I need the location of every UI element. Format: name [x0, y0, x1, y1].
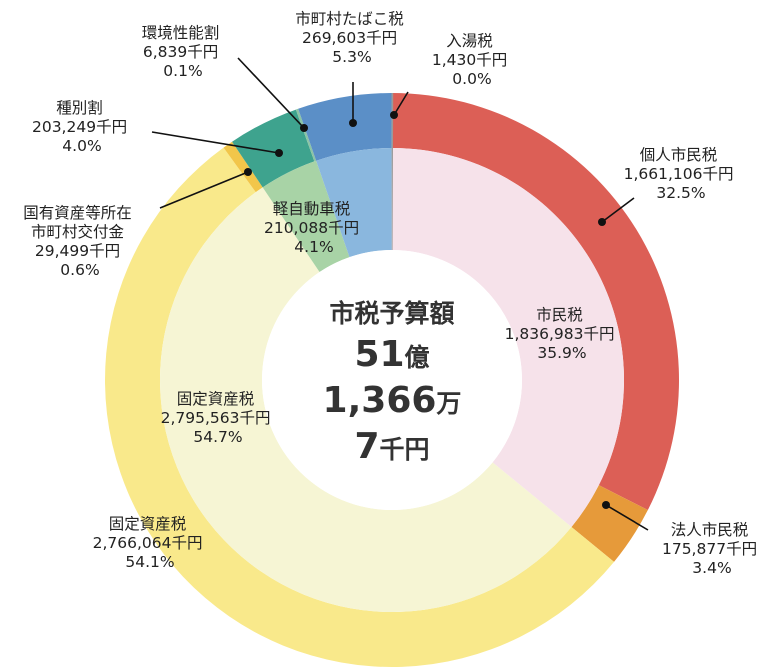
label-hojin-shiminzei: 法人市民税 175,877千円 3.4% [662, 521, 762, 577]
center-hole [262, 250, 522, 510]
label-kotei-shisanzei-inner: 固定資産税 2,795,563千円 54.7% [161, 390, 276, 446]
leader-hojin-shiminzei [605, 504, 649, 531]
leader-nyutozei [393, 91, 409, 116]
leader-shubetsuwari [151, 131, 280, 154]
label-kojin-shiminzei: 個人市民税 1,661,106千円 32.5% [624, 146, 739, 202]
outer-slice-7 [391, 93, 394, 149]
inner-slice-3 [316, 148, 392, 258]
leader-kojin-shiminzei [601, 197, 635, 223]
label-kokuyu-shisan: 国有資産等所在 市町村交付金 29,499千円 0.6% [23, 204, 136, 279]
center-amount-line3: 7千円 [354, 426, 429, 467]
leader-dot-nyutozei [390, 111, 398, 119]
leader-dot-shubetsuwari [275, 149, 283, 157]
inner-slice-4 [391, 147, 393, 251]
outer-labels: 個人市民税 1,661,106千円 32.5% 法人市民税 175,877千円 … [23, 10, 762, 577]
outer-slice-1 [571, 485, 648, 562]
inner-slice-0 [392, 148, 624, 528]
outer-slice-5 [295, 108, 317, 162]
leader-kokuyu-shisan [159, 171, 249, 209]
leader-lines [151, 57, 649, 531]
outer-slice-6 [298, 93, 392, 161]
leader-dot-kankyo-seinowari [300, 124, 308, 132]
label-kotei-shisanzei-outer: 固定資産税 2,766,064千円 54.1% [93, 515, 208, 571]
outer-slice-3 [223, 141, 263, 193]
outer-slice-0 [392, 93, 679, 511]
label-tabakozei: 市町村たばこ税 269,603千円 5.3% [295, 10, 408, 66]
label-kankyo-seinowari: 環境性能割 6,839千円 0.1% [142, 23, 224, 80]
center-amount-line1: 51億 [354, 334, 429, 375]
label-shubetsuwari: 種別割 203,249千円 4.0% [32, 99, 132, 155]
inner-slice-1 [159, 187, 572, 613]
leader-dot-kokuyu-shisan [244, 168, 252, 176]
inner-slice-2 [262, 160, 350, 273]
outer-ring [105, 93, 679, 667]
inner-labels: 市民税 1,836,983千円 35.9% 固定資産税 2,795,563千円 … [161, 200, 620, 446]
inner-ring [159, 147, 624, 613]
label-nyutozei: 入湯税 1,430千円 0.0% [432, 32, 512, 88]
center-amount-line2: 1,366万 [323, 380, 462, 421]
leader-dot-kojin-shiminzei [598, 218, 606, 226]
leader-dot-tabakozei [349, 119, 357, 127]
leader-kankyo-seinowari [237, 57, 305, 129]
outer-slice-4 [232, 109, 315, 188]
label-shiminzei: 市民税 1,836,983千円 35.9% [505, 306, 620, 362]
leader-dot-hojin-shiminzei [602, 501, 610, 509]
center-title: 市税予算額 [329, 299, 454, 328]
label-kei-jidoshazei: 軽自動車税 210,088千円 4.1% [264, 200, 364, 256]
